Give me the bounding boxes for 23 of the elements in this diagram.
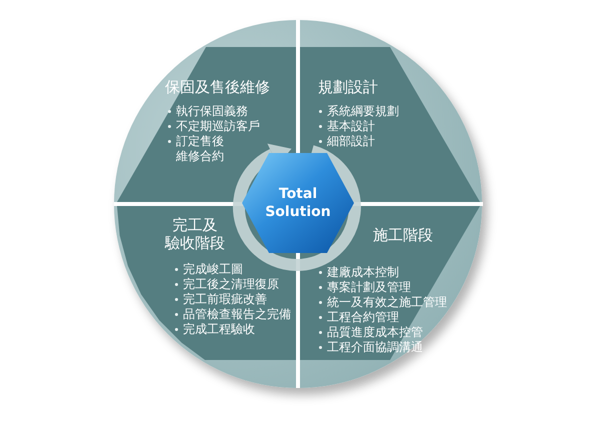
bullet-item: 基本設計 bbox=[318, 119, 375, 134]
bullet-item: 工程介面協調溝通 bbox=[318, 340, 423, 355]
panel-heading: 完工及驗收階段 bbox=[165, 216, 226, 252]
bullet-item: 統一及有效之施工管理 bbox=[318, 295, 447, 310]
bullet-item: 執行保固義務 bbox=[167, 104, 248, 119]
center-hexagon bbox=[242, 153, 354, 253]
bullet-item: 細部設計 bbox=[318, 134, 375, 149]
bullet-item: 品管檢查報告之完備 bbox=[174, 307, 291, 322]
bullet-item: 不定期巡訪客戶 bbox=[167, 119, 260, 134]
bullet-item: 建廠成本控制 bbox=[318, 265, 399, 280]
bullet-item: 訂定售後維修合約 bbox=[167, 134, 228, 164]
bullet-item: 專案計劃及管理 bbox=[318, 280, 411, 295]
bullet-item: 完工後之清理復原 bbox=[174, 277, 279, 292]
panel-heading: 施工階段 bbox=[373, 226, 433, 244]
bullet-item: 品質進度成本控管 bbox=[318, 325, 423, 340]
panel-heading: 規劃設計 bbox=[318, 78, 378, 96]
bullet-item: 完成峻工圖 bbox=[174, 262, 243, 277]
bullet-item: 完成工程驗收 bbox=[174, 322, 255, 337]
hexagon-label: Total Solution bbox=[264, 185, 332, 221]
panel-heading: 保固及售後維修 bbox=[165, 78, 270, 96]
bullet-item: 完工前瑕疵改善 bbox=[174, 292, 267, 307]
bullet-item: 系統綱要規劃 bbox=[318, 104, 399, 119]
bullet-item: 工程合約管理 bbox=[318, 310, 399, 325]
